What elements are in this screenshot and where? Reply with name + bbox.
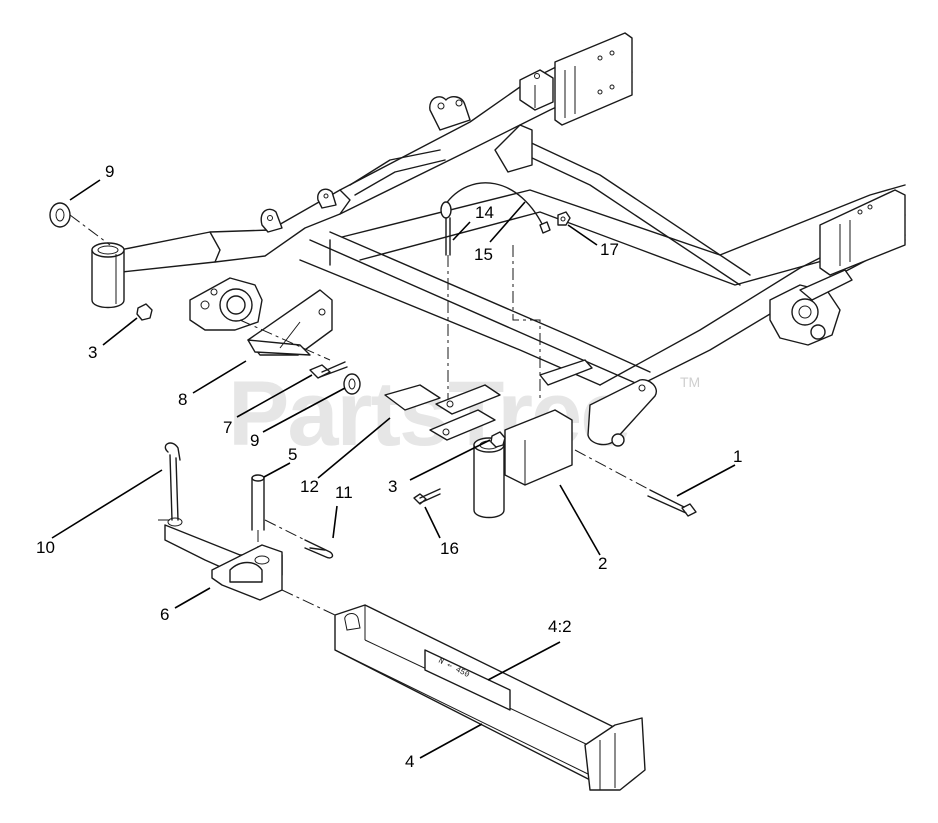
left-pivot-bracket bbox=[189, 277, 263, 331]
callout-3-left: 3 bbox=[88, 343, 97, 362]
clip-11 bbox=[264, 519, 334, 559]
callout-16: 16 bbox=[440, 539, 459, 558]
callout-9-lower: 9 bbox=[250, 431, 259, 450]
bracket-8 bbox=[239, 289, 333, 361]
hitch-bracket-6 bbox=[164, 517, 336, 616]
hitch-arm-4: N ⇐ 450 bbox=[334, 604, 646, 791]
frame-upper-rail bbox=[119, 32, 633, 273]
callout-5: 5 bbox=[288, 445, 297, 464]
callout-8: 8 bbox=[178, 390, 187, 409]
caster-mount-bracket bbox=[473, 359, 593, 519]
bolt-7 bbox=[309, 361, 348, 379]
callout-9-upper: 9 bbox=[105, 162, 114, 181]
watermark-trademark: TM bbox=[680, 374, 700, 390]
callout-7: 7 bbox=[223, 418, 232, 437]
wire-rod-assembly bbox=[440, 182, 571, 400]
callout-labels: 9 3 8 7 9 5 12 11 10 6 3 16 2 1 14 15 17… bbox=[36, 162, 742, 771]
leader-lines bbox=[51, 179, 736, 759]
shim-plates bbox=[384, 384, 501, 441]
callout-4: 4 bbox=[405, 752, 414, 771]
callout-12: 12 bbox=[300, 477, 319, 496]
callout-3-center: 3 bbox=[388, 477, 397, 496]
callout-2: 2 bbox=[598, 554, 607, 573]
callout-6: 6 bbox=[160, 605, 169, 624]
callout-14: 14 bbox=[475, 203, 494, 222]
washer-9-upper bbox=[49, 202, 111, 246]
callout-11: 11 bbox=[335, 483, 353, 502]
callout-1: 1 bbox=[733, 447, 742, 466]
hardware-nuts bbox=[136, 303, 506, 448]
callout-10: 10 bbox=[36, 538, 55, 557]
callout-4-2: 4:2 bbox=[548, 617, 572, 636]
callout-17: 17 bbox=[600, 240, 619, 259]
hair-pin-10 bbox=[155, 442, 181, 521]
frame-right-arm bbox=[587, 379, 657, 447]
washer-9-lower bbox=[343, 373, 361, 395]
bolt-16 bbox=[413, 488, 441, 505]
long-bolt-1 bbox=[574, 449, 697, 517]
left-caster-tube bbox=[91, 242, 125, 309]
callout-15: 15 bbox=[474, 245, 493, 264]
frame-right-rail bbox=[599, 189, 906, 401]
